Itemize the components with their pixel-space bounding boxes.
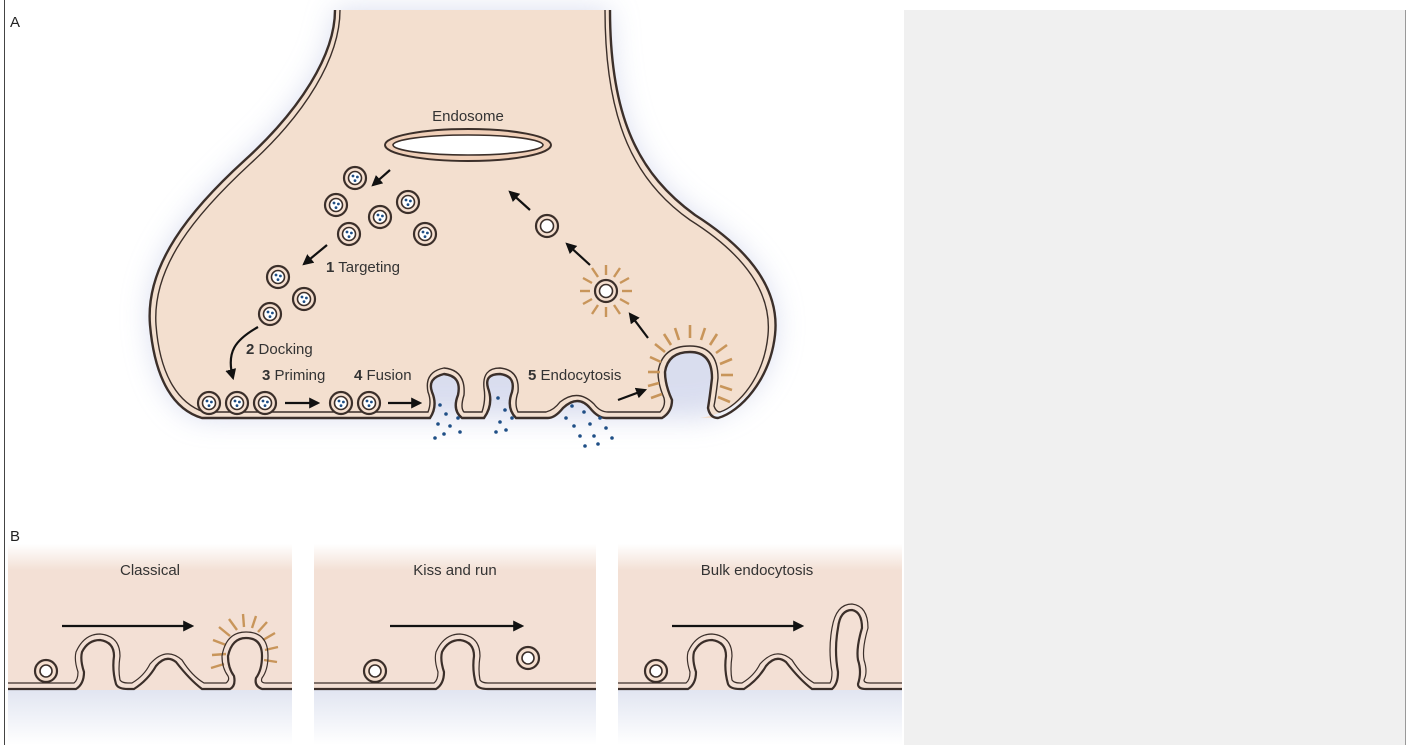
step-1-label: 1 Targeting: [326, 259, 400, 276]
synaptic-vesicle: [259, 303, 281, 325]
docked-vesicles: [198, 392, 276, 414]
panel-kiss-and-run: Kiss and run: [314, 544, 596, 745]
endosome-label: Endosome: [432, 108, 504, 125]
step-5-label: 5 Endocytosis: [528, 367, 621, 384]
step-4-label: 4 Fusion: [354, 367, 412, 384]
endosome: [385, 129, 551, 161]
panel-bulk-endocytosis: Bulk endocytosis: [618, 544, 902, 745]
kiss-and-run-title: Kiss and run: [413, 562, 496, 579]
synaptic-vesicle: [293, 288, 315, 310]
synaptic-vesicle: [325, 194, 347, 216]
presynaptic-terminal: [150, 10, 776, 418]
synaptic-vesicle: [414, 223, 436, 245]
docked-vesicle: [226, 392, 248, 414]
step-2-label: 2 Docking: [246, 341, 313, 358]
primed-vesicle: [358, 392, 380, 414]
synaptic-vesicle: [344, 167, 366, 189]
docked-vesicle: [198, 392, 220, 414]
classical-title: Classical: [120, 562, 180, 579]
synaptic-vesicle: [338, 223, 360, 245]
empty-side-panel: [904, 10, 1405, 745]
panel-a: A Endosome: [10, 10, 776, 448]
panel-a-label: A: [10, 14, 20, 31]
synaptic-vesicle: [369, 206, 391, 228]
synaptic-vesicle: [397, 191, 419, 213]
panel-b-label: B: [10, 528, 20, 545]
synaptic-vesicle: [267, 266, 289, 288]
docked-vesicle: [254, 392, 276, 414]
recycled-vesicle: [536, 215, 558, 237]
bulk-endocytosis-title: Bulk endocytosis: [701, 562, 814, 579]
primed-vesicle: [330, 392, 352, 414]
panel-classical: Classical: [8, 544, 292, 745]
step-3-label: 3 Priming: [262, 367, 325, 384]
